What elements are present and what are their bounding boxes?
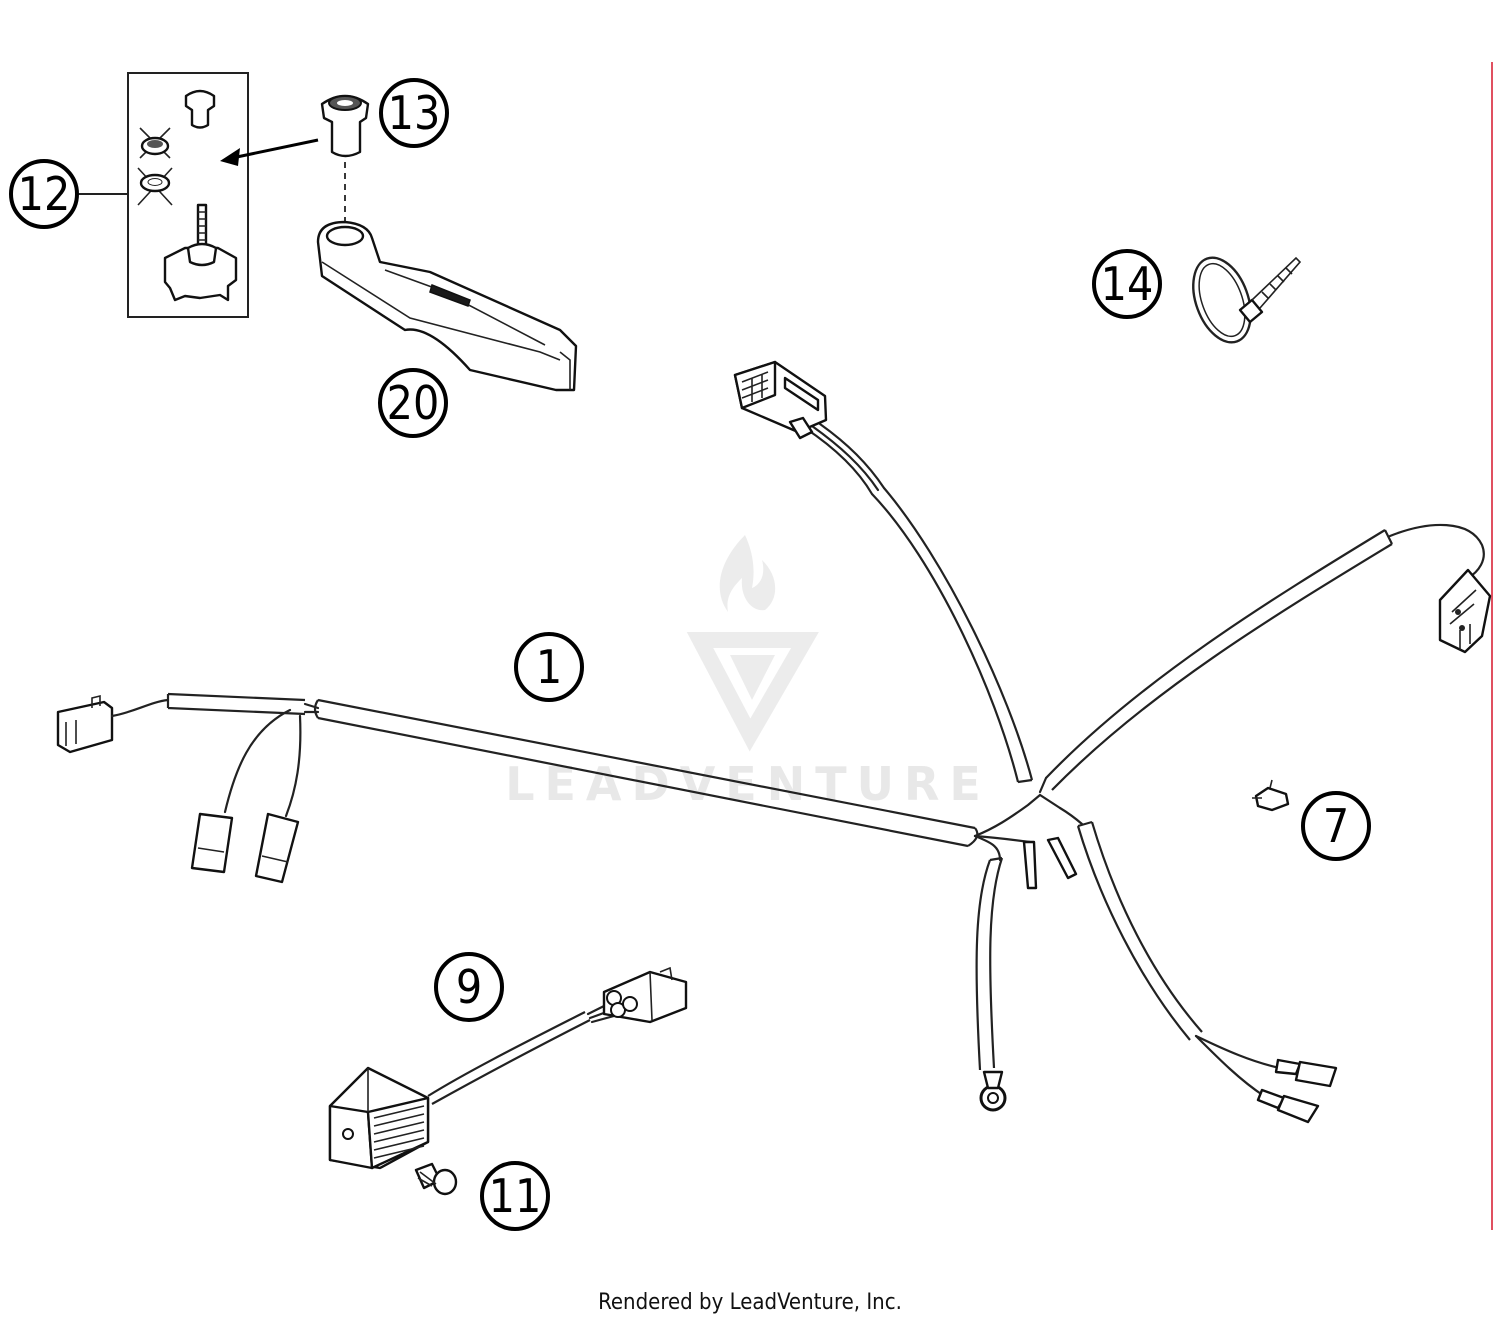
callout-12: 12 [9, 159, 79, 229]
callout-label-12: 12 [18, 167, 71, 221]
part-14-cable-tie [1192, 256, 1302, 344]
part-13-grommet [320, 94, 370, 222]
callout-11: 11 [480, 1161, 550, 1231]
callout-1: 1 [514, 632, 584, 702]
callout-label-1: 1 [536, 640, 562, 694]
callout-13: 13 [379, 78, 449, 148]
callout-20: 20 [378, 368, 448, 438]
callout-14: 14 [1092, 249, 1162, 319]
part-20-bracket [316, 220, 578, 392]
footer-credit: Rendered by LeadVenture, Inc. [598, 1290, 902, 1315]
callout-7: 7 [1301, 791, 1371, 861]
callout-label-20: 20 [387, 376, 440, 430]
callout-label-9: 9 [456, 960, 482, 1014]
part-1-wiring-harness [56, 360, 1492, 1124]
callout-9: 9 [434, 952, 504, 1022]
part-12-kit [127, 72, 249, 318]
callout-label-7: 7 [1323, 799, 1349, 853]
part-11-screw [414, 1162, 458, 1196]
part-9-regulator [328, 966, 688, 1170]
leadventure-watermark: LEADVENTURE [505, 535, 981, 811]
callout-label-13: 13 [388, 86, 441, 140]
part-7-clip [1252, 779, 1290, 812]
callout-label-11: 11 [489, 1169, 542, 1223]
callout-label-14: 14 [1101, 257, 1154, 311]
arrow-13-to-12 [220, 138, 319, 166]
